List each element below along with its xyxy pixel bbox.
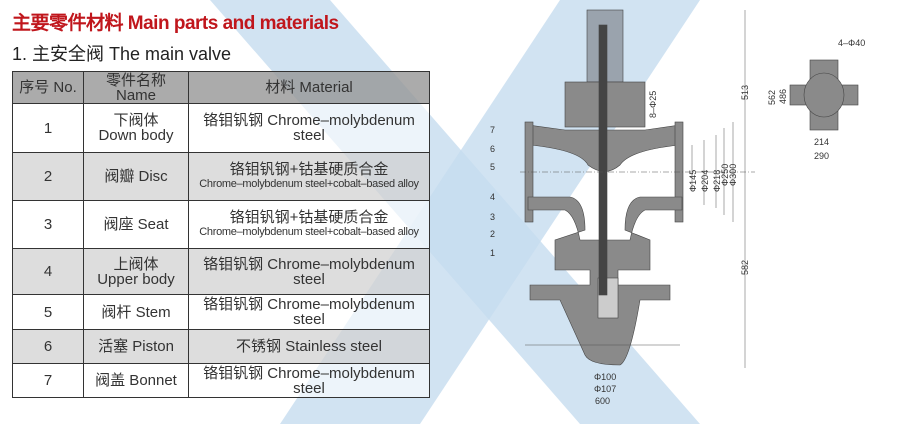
row-no: 3 [12, 200, 84, 249]
name-cn: 上阀体 [113, 255, 159, 273]
dim-bolts: 8–Φ25 [648, 91, 658, 118]
dim-w600: 600 [595, 396, 610, 406]
page-title: 主要零件材料 Main parts and materials [12, 13, 339, 34]
dim-h513: 513 [740, 85, 750, 100]
row-name: 阀座 Seat [83, 200, 189, 249]
dim-d107: Φ107 [594, 384, 616, 394]
header-no: 序号 No. [12, 71, 84, 104]
dim-d218: Φ218 [712, 170, 722, 192]
row-material: 铬钼钒钢 Chrome–molybdenum steel [188, 103, 430, 153]
row-no: 1 [12, 103, 84, 153]
row-no: 4 [12, 248, 84, 295]
plan-w290: 290 [814, 151, 829, 161]
label-5: 5 [490, 162, 495, 172]
row-name: 阀盖 Bonnet [83, 363, 189, 398]
label-2: 2 [490, 229, 495, 239]
plan-h562: 562 [767, 90, 777, 105]
plan-h486: 486 [778, 89, 788, 104]
row-material: 不锈钢 Stainless steel [188, 329, 430, 364]
section-title: 1. 主安全阀 The main valve [12, 44, 232, 64]
row-no: 6 [12, 329, 84, 364]
material-en: Chrome–molybdenum steel+cobalt–based all… [199, 225, 419, 238]
valve-drawing: 7 6 5 4 3 2 1 8–Φ25 Φ145 Φ204 Φ218 Φ250 … [490, 9, 865, 406]
plan-w214: 214 [814, 137, 829, 147]
dimension-labels: 8–Φ25 Φ145 Φ204 Φ218 Φ250 Φ300 513 582 Φ… [594, 85, 750, 406]
valve-body [524, 9, 684, 366]
label-1: 1 [490, 248, 495, 258]
row-no: 7 [12, 363, 84, 398]
header-name: 零件名称 Name [83, 71, 189, 104]
part-labels: 7 6 5 4 3 2 1 [490, 125, 495, 258]
table-row: 5 阀杆 Stem 铬钼钒钢 Chrome–molybdenum steel [12, 294, 430, 330]
dim-d300: Φ300 [728, 164, 738, 186]
row-material: 铬钼钒钢 Chrome–molybdenum steel [188, 294, 430, 330]
dimension-lines [520, 10, 755, 368]
label-4: 4 [490, 192, 495, 202]
material-cn: 铬钼钒钢+钴基硬质合金 [229, 208, 389, 226]
table-row: 6 活塞 Piston 不锈钢 Stainless steel [12, 329, 430, 364]
row-no: 2 [12, 152, 84, 201]
label-7: 7 [490, 125, 495, 135]
row-material: 铬钼钒钢 Chrome–molybdenum steel [188, 363, 430, 398]
row-name: 阀瓣 Disc [83, 152, 189, 201]
row-name: 活塞 Piston [83, 329, 189, 364]
row-material: 铬钼钒钢 Chrome–molybdenum steel [188, 248, 430, 295]
label-6: 6 [490, 144, 495, 154]
dim-d204: Φ204 [700, 170, 710, 192]
plan-view: 4–Φ40 562 486 214 290 [767, 38, 865, 161]
table-header: 序号 No. 零件名称 Name 材料 Material [12, 71, 430, 104]
plan-holes: 4–Φ40 [838, 38, 865, 48]
material-cn: 铬钼钒钢+钴基硬质合金 [229, 160, 389, 178]
label-3: 3 [490, 212, 495, 222]
dim-d100: Φ100 [594, 372, 616, 382]
dim-d145: Φ145 [688, 170, 698, 192]
name-en: Down body [98, 127, 174, 144]
row-no: 5 [12, 294, 84, 330]
name-en: Upper body [97, 270, 175, 288]
table-row: 7 阀盖 Bonnet 铬钼钒钢 Chrome–molybdenum steel [12, 363, 430, 398]
material-en: Chrome–molybdenum steel+cobalt–based all… [199, 177, 419, 190]
dim-d250: Φ250 [720, 164, 730, 186]
dim-h582: 582 [740, 260, 750, 275]
row-name: 阀杆 Stem [83, 294, 189, 330]
name-cn: 下阀体 [113, 112, 159, 129]
header-material: 材料 Material [188, 71, 430, 104]
